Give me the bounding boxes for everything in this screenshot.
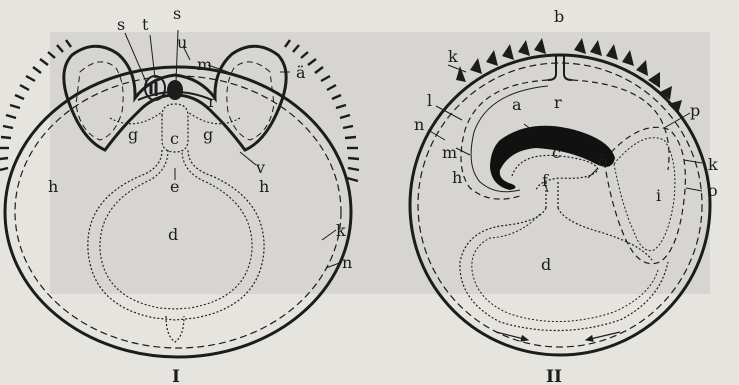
figure-ii-label-a: a: [512, 95, 522, 114]
figure-ii-label-p: p: [690, 101, 700, 120]
figure-i-label-s2: s: [173, 4, 181, 23]
figure-ii-label-d: d: [541, 255, 551, 274]
figure-i-label-h2: h: [259, 177, 269, 196]
figure-ii-label-r: r: [554, 93, 562, 112]
figure-ii-label-k2: k: [708, 155, 718, 174]
figure-i-neural-tube: [167, 80, 183, 100]
figure-i-label-u: u: [177, 33, 187, 52]
figure-i-label-k: k: [336, 221, 346, 240]
figure-ii-label-k1: k: [448, 47, 458, 66]
figure-i-label-c: c: [170, 129, 179, 148]
figure-ii-caption: II: [546, 367, 562, 385]
figure-i-label-d: d: [168, 225, 178, 244]
figure-ii-label-m: m: [442, 143, 457, 162]
figure-ii-label-b: b: [554, 7, 564, 26]
figure-i-label-v: v: [255, 158, 265, 177]
figure-i-label-h1: h: [48, 177, 58, 196]
figure-ii-label-o-uml: ö: [598, 151, 608, 170]
figure-i-label-a-uml: ä: [296, 63, 306, 82]
figure-ii-label-h: h: [452, 168, 462, 187]
figure-ii-label-l: l: [427, 91, 432, 110]
figure-i-label-m: m: [197, 55, 212, 74]
figure-ii-label-i: i: [656, 186, 661, 205]
figure-i-label-t: t: [142, 15, 149, 34]
figure-i-label-g2: g: [203, 125, 213, 144]
figure-i-label-n: n: [342, 253, 352, 272]
figure-i-label-g1: g: [128, 125, 138, 144]
figure-ii-label-c: c: [552, 143, 561, 162]
figure-ii-label-o: o: [708, 181, 718, 200]
figure-i-label-s1: s: [117, 15, 125, 34]
figure-ii-label-n: n: [414, 115, 424, 134]
figure-i-label-r: r: [208, 92, 216, 111]
figure-i-caption: I: [172, 367, 180, 385]
figure-ii-arrow-left: [496, 332, 528, 340]
figure-i-label-e: e: [170, 177, 179, 196]
